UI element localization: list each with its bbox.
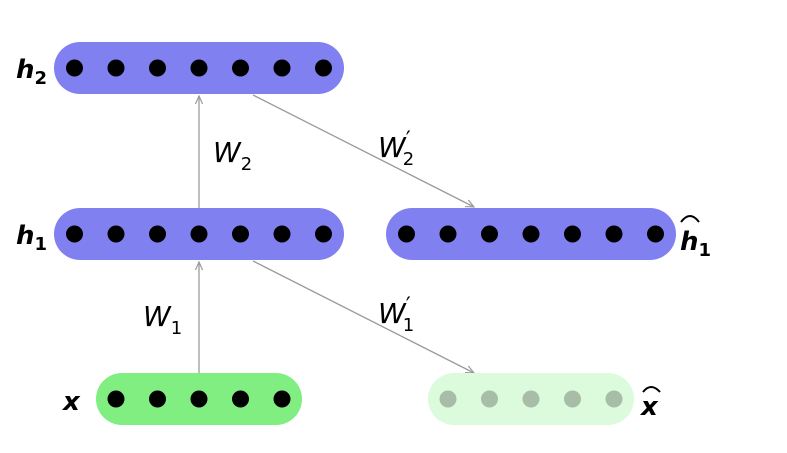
neuron-dot (149, 225, 166, 243)
neuron-dot (190, 225, 208, 243)
label-x: x (61, 387, 81, 417)
neuron-dot (315, 59, 332, 77)
neuron-dot (190, 390, 208, 408)
neuron-dot (232, 225, 249, 243)
neuron-dot (439, 390, 457, 408)
weight-label-w1-prime: W′1 (378, 294, 414, 336)
neuron-dot (605, 225, 623, 243)
neuron-dot (149, 59, 166, 77)
neuron-dot (481, 225, 498, 243)
neuron-dot (232, 59, 249, 77)
svg-text:x: x (639, 392, 659, 422)
neuron-dot (315, 225, 332, 243)
neuron-dot (647, 225, 664, 243)
neuron-dot (190, 59, 208, 77)
neuron-dot (564, 225, 581, 243)
weight-label-w2: W2 (213, 136, 252, 175)
neuron-dot (398, 225, 415, 243)
neuron-dot (273, 225, 291, 243)
neuron-dot (481, 390, 498, 408)
label-h1-hat: h1 (680, 215, 711, 261)
layer-h1-hat (386, 208, 676, 260)
label-h1: h1 (16, 221, 47, 255)
weight-label-w2-prime: W′2 (378, 128, 414, 170)
neuron-dot (564, 390, 581, 408)
neuron-dot (66, 59, 83, 77)
label-x-hat: x (639, 386, 661, 422)
neuron-dot (522, 225, 540, 243)
neuron-dot (107, 59, 125, 77)
weight-label-w1: W1 (143, 300, 182, 339)
neuron-dot (605, 390, 623, 408)
neuron-dot (273, 59, 291, 77)
neuron-dot (232, 390, 249, 408)
layer-h2 (54, 42, 344, 94)
neuron-dot (439, 225, 457, 243)
svg-text:h1: h1 (680, 227, 711, 261)
neuron-dot (107, 225, 125, 243)
neuron-dot (273, 390, 291, 408)
layer-x (96, 373, 302, 425)
neuron-dot (66, 225, 83, 243)
layer-h1 (54, 208, 344, 260)
layer-x-hat (428, 373, 634, 425)
label-h2: h2 (16, 55, 47, 89)
neuron-dot (107, 390, 125, 408)
neuron-dot (149, 390, 166, 408)
neuron-dot (522, 390, 540, 408)
arrow-h2-to-h1hat (252, 94, 474, 207)
arrow-h1-to-xhat (252, 260, 474, 373)
